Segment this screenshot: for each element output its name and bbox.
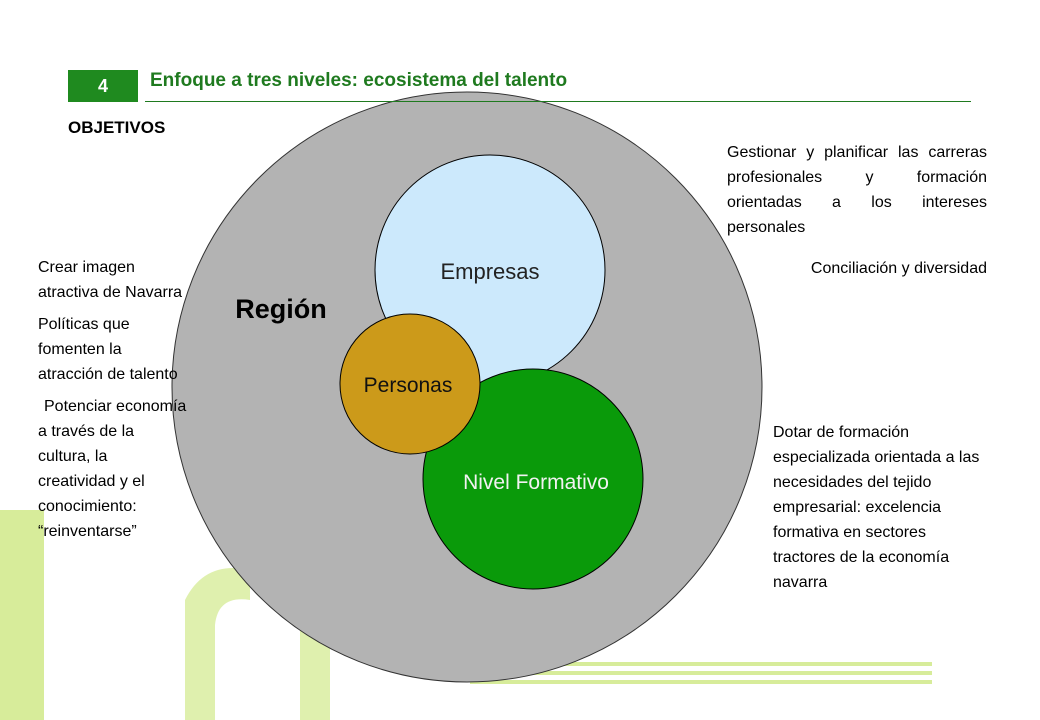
personas-label: Personas (364, 374, 453, 397)
nivel-formativo-circle (422, 368, 644, 590)
right-objective-top: Gestionar y planificar las carreras prof… (727, 144, 987, 236)
slide-number-badge: 4 (68, 70, 138, 102)
empresas-label: Empresas (440, 259, 539, 284)
left-objectives: Crear imagen atractiva de Navarra Políti… (38, 255, 188, 551)
objectives-heading: OBJETIVOS (68, 118, 166, 137)
right-objective-middle: Conciliación y diversidad (810, 260, 987, 277)
personas-circle (339, 313, 481, 455)
region-label: Región (235, 294, 327, 324)
nivel-formativo-label: Nivel Formativo (463, 471, 609, 494)
slide-title: Enfoque a tres niveles: ecosistema del t… (150, 70, 568, 91)
left-objective-2: Políticas que fomenten la atracción de t… (38, 316, 178, 383)
title-underline (145, 101, 971, 102)
left-objective-3: Potenciar economía a través de la cultur… (38, 398, 187, 540)
left-objective-1: Crear imagen atractiva de Navarra (38, 259, 183, 301)
background-watermark (0, 510, 932, 720)
right-objective-bottom: Dotar de formación especializada orienta… (773, 424, 980, 591)
